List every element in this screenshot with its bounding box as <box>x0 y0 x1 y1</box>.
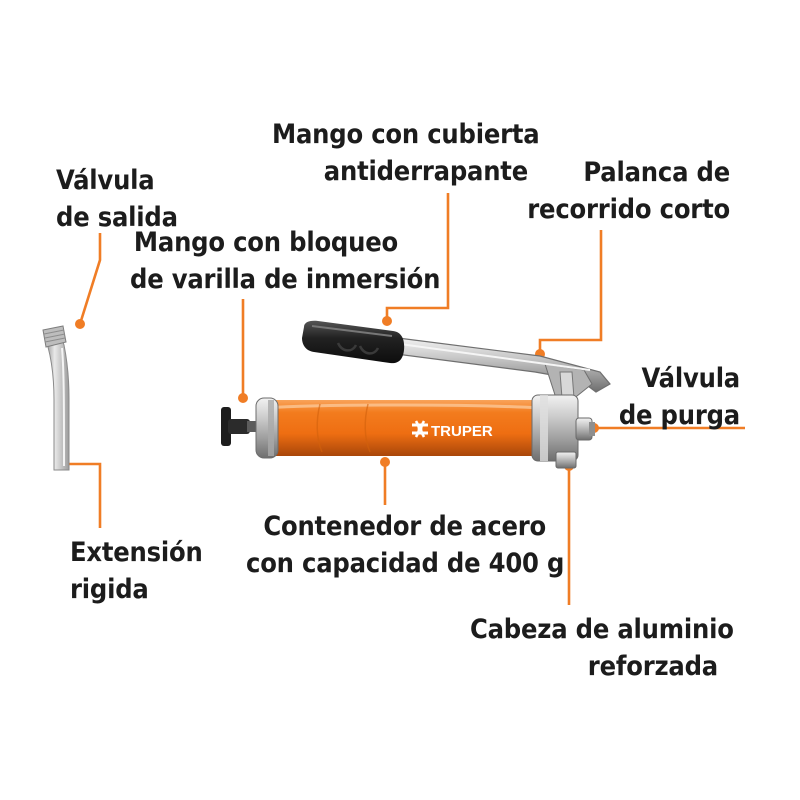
label-line: Cabeza de aluminio <box>470 614 734 645</box>
label-line: Mango con cubierta <box>272 119 540 150</box>
label-line: Válvula <box>641 363 741 394</box>
label-line: Mango con bloqueo <box>133 227 398 258</box>
label-valvula-salida: Válvula de salida <box>56 162 178 236</box>
truper-logo-icon <box>412 420 428 438</box>
rubber-grip <box>302 320 405 364</box>
label-palanca: Palanca de recorrido corto <box>510 154 730 228</box>
label-line: reforzada <box>587 651 718 682</box>
label-line: Extensión <box>70 537 203 568</box>
label-line: de salida <box>56 202 178 233</box>
leader-valvula-salida <box>78 233 102 325</box>
plunger-handle <box>221 407 261 446</box>
label-mango-cubierta: Mango con cubierta antiderrapante <box>272 116 540 190</box>
label-line: de varilla de inmersión <box>130 264 441 295</box>
label-valvula-purga: Válvula de purga <box>610 360 740 434</box>
label-mango-bloqueo: Mango con bloqueo de varilla de inmersió… <box>130 224 441 298</box>
leader-extension <box>63 462 102 528</box>
rigid-extension-tube <box>42 325 70 471</box>
lever-arm <box>395 337 611 401</box>
leader-palanca <box>538 230 603 354</box>
barrel <box>255 394 595 469</box>
label-line: recorrido corto <box>527 194 730 225</box>
label-cabeza: Cabeza de aluminio reforzada <box>470 611 734 685</box>
leader-mango-cubierta <box>385 193 450 321</box>
label-line: de purga <box>618 400 740 431</box>
label-extension: Extensión rigida <box>70 534 203 608</box>
label-line: antiderrapante <box>323 156 528 187</box>
label-contenedor: Contenedor de acero con capacidad de 400… <box>246 508 565 582</box>
label-line: Válvula <box>56 165 155 196</box>
label-line: Palanca de <box>583 157 730 188</box>
label-line: Contenedor de acero <box>263 511 546 542</box>
label-line: rigida <box>70 574 149 605</box>
leader-lines <box>63 193 745 605</box>
label-line: con capacidad de 400 g <box>246 548 565 579</box>
brand-name: TRUPER <box>431 423 493 440</box>
